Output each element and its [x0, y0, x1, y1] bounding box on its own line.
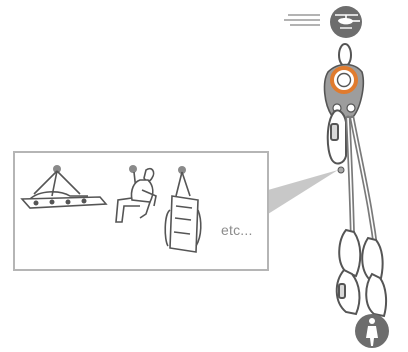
etc-label: etc... — [221, 222, 253, 238]
seated-person-harness-icon — [115, 165, 157, 223]
swivel-plate — [323, 63, 365, 124]
callout-box — [13, 151, 269, 271]
top-link — [338, 43, 352, 67]
lower-carabiners — [335, 228, 388, 318]
rescue-bag-icon — [164, 166, 202, 253]
left-carabiner — [326, 109, 347, 174]
callout-pointer — [268, 170, 338, 214]
helicopter-icon — [330, 6, 362, 38]
stretcher-icon — [20, 165, 108, 209]
speed-lines — [284, 14, 320, 26]
person-icon — [355, 314, 389, 348]
